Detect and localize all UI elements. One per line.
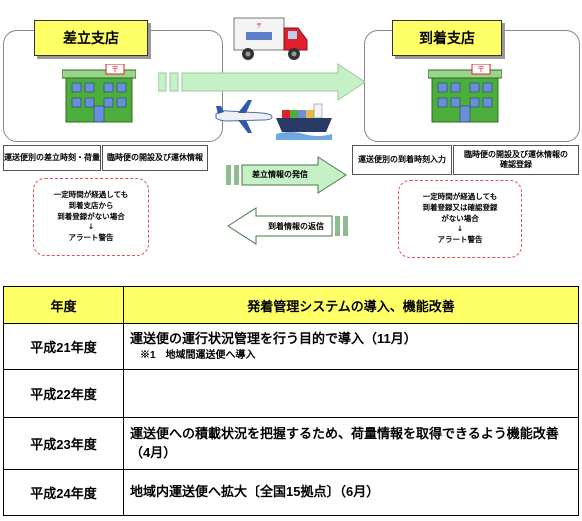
transport-arrow [158, 63, 366, 101]
description-cell: 運送便への積載状況を把握するため、荷量情報を取得できるよう機能改善（4月） [123, 417, 579, 470]
table-row: 平成21年度 運送便の運行状況管理を行う目的で導入（11月） ※1 地域間運送便… [3, 323, 579, 370]
return-info-label: 到着情報の返信 [268, 222, 324, 231]
table-row: 平成23年度 運送便への積載状況を把握するため、荷量情報を取得できるよう機能改善… [3, 417, 579, 470]
year-cell: 平成24年度 [3, 469, 124, 516]
destination-info-arrival: 運送便別の到着時刻入力 [352, 145, 452, 175]
destination-branch-title: 到着支店 [392, 20, 502, 56]
cargo-ship-icon [276, 103, 332, 140]
origin-alert-box: 一定時間が経過しても 到着支店から 到着登録がない場合 ↓ アラート警告 [33, 178, 149, 256]
post-office-building-icon: 〒 [62, 64, 136, 123]
origin-info-suspension: 臨時便の開設及び運休情報 [102, 145, 208, 171]
description-cell: 運送便の運行状況管理を行う目的で導入（11月） ※1 地域間運送便へ導入 [123, 323, 579, 370]
return-info-arrow [227, 207, 348, 245]
year-cell: 平成23年度 [3, 417, 124, 470]
svg-text:〒: 〒 [256, 23, 262, 30]
description-note: ※1 地域間運送便へ導入 [140, 349, 256, 361]
header-description: 発着管理システムの導入、機能改善 [123, 286, 579, 324]
history-table: 年度 発着管理システムの導入、機能改善 平成21年度 運送便の運行状況管理を行う… [3, 286, 579, 516]
origin-branch-title: 差立支店 [34, 20, 148, 56]
description-text: 運送便の運行状況管理を行う目的で導入（11月） [130, 330, 417, 346]
destination-alert-box: 一定時間が経過しても 到着登録又は確認登録 がない場合 ↓ アラート警告 [398, 180, 522, 258]
table-header-row: 年度 発着管理システムの導入、機能改善 [3, 286, 579, 324]
svg-text:〒: 〒 [111, 65, 119, 74]
send-info-label: 差立情報の発信 [252, 170, 308, 179]
year-cell: 平成22年度 [3, 369, 124, 418]
delivery-truck-icon: 〒 [233, 17, 308, 60]
description-cell [123, 369, 579, 418]
destination-info-confirmation: 臨時便の開設及び運休情報の 確認登録 [453, 145, 579, 175]
header-year: 年度 [3, 286, 124, 324]
send-info-arrow [226, 156, 347, 194]
svg-text:〒: 〒 [477, 65, 485, 74]
table-row: 平成22年度 [3, 369, 579, 418]
description-cell: 地域内運送便へ拡大〔全国15拠点〕（6月） [123, 469, 579, 516]
table-row: 平成24年度 地域内運送便へ拡大〔全国15拠点〕（6月） [3, 469, 579, 516]
airplane-icon [215, 100, 273, 133]
year-cell: 平成21年度 [3, 323, 124, 370]
post-office-building-icon: 〒 [428, 64, 502, 123]
origin-info-timing: 運送便別の差立時刻・荷量 [3, 145, 101, 171]
